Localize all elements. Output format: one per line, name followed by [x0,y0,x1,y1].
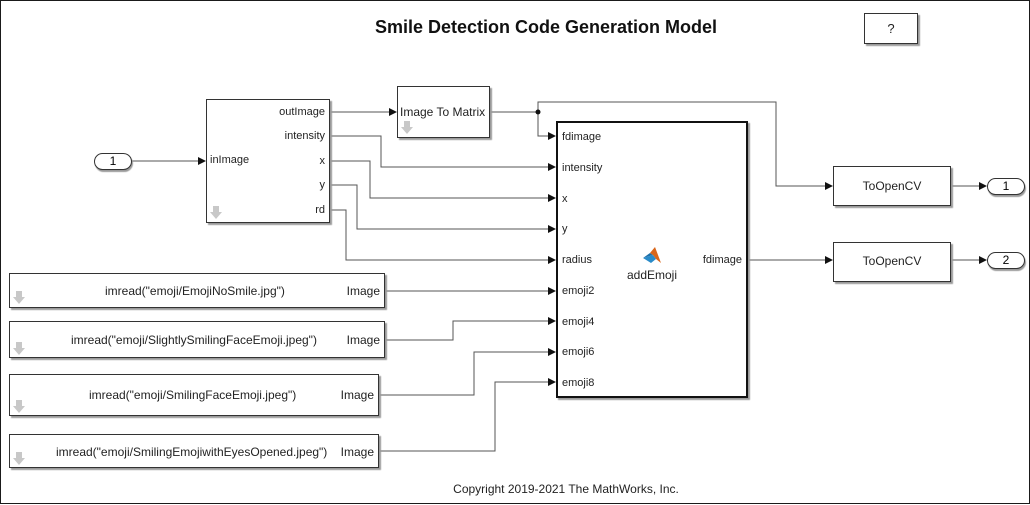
help-label: ? [887,21,895,36]
wire-emoji8 [378,378,556,452]
port-fdimage-out: fdimage [702,254,742,266]
imread-block-eyes-opened[interactable]: imread("emoji/SmilingEmojiwithEyesOpened… [9,434,379,468]
wire-intensity [330,135,556,171]
down-arrow-icon [210,206,222,219]
port-image: Image [340,445,374,459]
model-title: Smile Detection Code Generation Model [374,17,718,37]
wire-x [330,160,556,202]
outport-number: 1 [1002,179,1010,193]
imread-block-slightly-smiling[interactable]: imread("emoji/SlightlySmilingFaceEmoji.j… [9,321,385,358]
to-opencv-block-1[interactable]: ToOpenCV [833,166,951,206]
image-to-matrix-label: Image To Matrix [400,105,486,119]
add-emoji-function-block[interactable]: fdimage intensity x y radius emoji2 emoj… [556,121,748,398]
port-outImage: outImage [279,106,325,118]
wire-emoji6 [378,348,556,396]
imread-block-no-smile[interactable]: imread("emoji/EmojiNoSmile.jpg") Image [9,273,385,308]
imread-expression: imread("emoji/SmilingFaceEmoji.jpeg") [89,388,297,402]
port-fdimage-in: fdimage [562,131,602,143]
port-x-in: x [562,193,568,205]
outport-number: 2 [1002,253,1010,267]
down-arrow-icon [13,452,25,465]
port-x: x [319,155,326,167]
image-to-matrix-block[interactable]: Image To Matrix [397,86,490,138]
outport-1[interactable]: 1 [987,178,1025,195]
wire-rd [330,209,556,264]
port-radius-in: radius [562,254,592,266]
port-rd: rd [315,204,325,216]
wire-to-fdimage [537,112,556,140]
port-y-in: y [562,223,568,235]
outport-2[interactable]: 2 [987,252,1025,269]
matlab-logo-icon [643,247,661,263]
wire-y [330,184,556,233]
port-y: y [319,179,326,191]
imread-expression: imread("emoji/SlightlySmilingFaceEmoji.j… [71,333,317,347]
port-image: Image [346,284,380,298]
to-opencv-block-2[interactable]: ToOpenCV [833,242,951,282]
add-emoji-name: addEmoji [626,268,678,282]
down-arrow-icon [13,400,25,413]
imread-expression: imread("emoji/SmilingEmojiwithEyesOpened… [56,445,328,459]
port-image: Image [340,388,374,402]
down-arrow-icon [401,121,413,134]
branch-point [535,109,541,115]
inport-number: 1 [109,154,117,168]
face-detection-subsystem[interactable]: inImage outImage intensity x y rd [206,99,330,223]
help-button[interactable]: ? [864,13,918,44]
port-intensity-in: intensity [562,162,603,174]
port-emoji6-in: emoji6 [562,346,595,358]
wire-to-toopencv-1 [537,101,833,190]
wire-emoji4 [384,317,556,341]
port-intensity: intensity [284,130,325,142]
port-emoji4-in: emoji4 [562,316,595,328]
down-arrow-icon [13,342,25,355]
port-image: Image [346,333,380,347]
inport-1[interactable]: 1 [94,153,132,170]
to-opencv-label: ToOpenCV [862,179,922,193]
copyright-notice: Copyright 2019-2021 The MathWorks, Inc. [453,482,679,496]
port-emoji8-in: emoji8 [562,377,595,389]
to-opencv-label: ToOpenCV [862,254,922,268]
port-emoji2-in: emoji2 [562,285,595,297]
imread-expression: imread("emoji/EmojiNoSmile.jpg") [105,284,285,298]
imread-block-smiling-face[interactable]: imread("emoji/SmilingFaceEmoji.jpeg") Im… [9,374,379,416]
down-arrow-icon [13,291,25,304]
port-inImage: inImage [210,154,250,166]
